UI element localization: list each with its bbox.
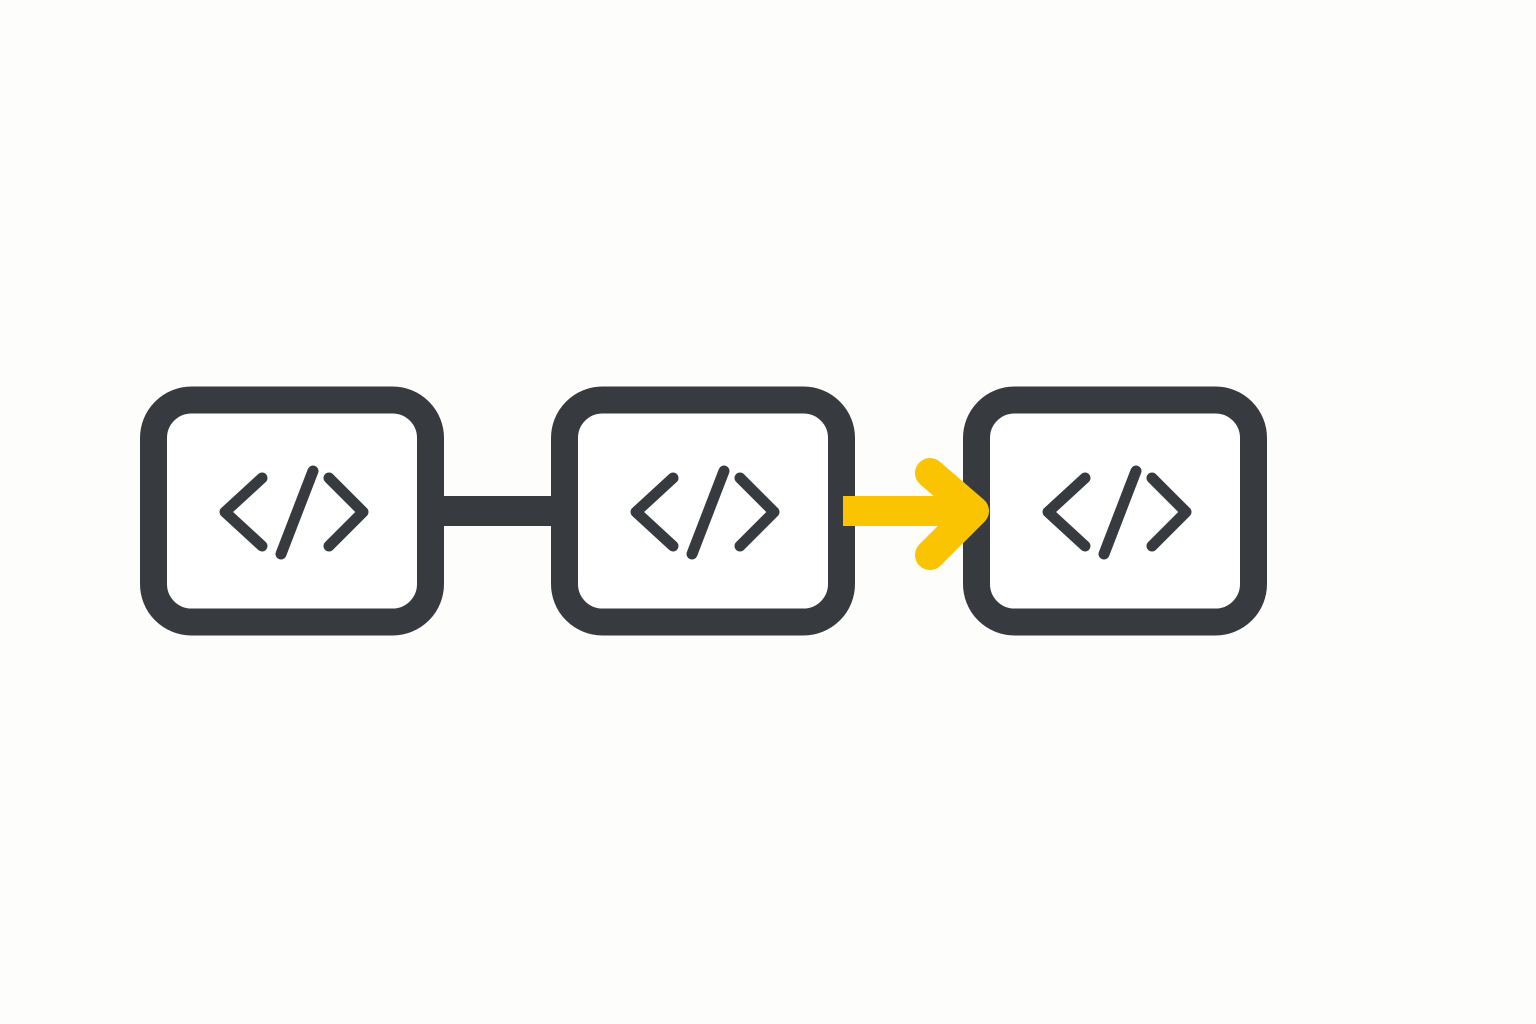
code-icon [219, 465, 369, 560]
code-block-node-3 [963, 386, 1267, 636]
code-block-node-1 [140, 386, 444, 636]
connector-line [440, 496, 556, 526]
code-icon [1042, 465, 1192, 560]
code-block-node-2 [551, 386, 855, 636]
code-icon [630, 465, 780, 560]
arrow-icon [843, 458, 989, 570]
